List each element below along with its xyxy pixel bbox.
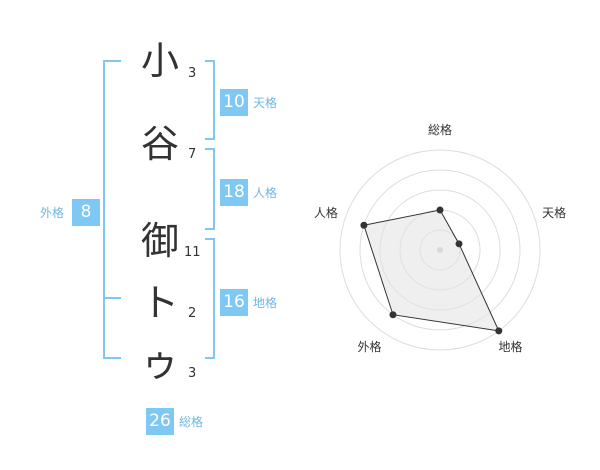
chikaku-bracket-vertical	[213, 238, 215, 359]
chikaku-bracket-top	[205, 238, 215, 240]
jinkaku-bracket-top	[205, 148, 215, 150]
name-char-1: 小	[140, 39, 179, 83]
stroke-count-3: 11	[184, 245, 201, 260]
radar-point-3	[495, 327, 503, 335]
radar-point-4	[389, 311, 397, 319]
jinkaku-bracket-vertical	[213, 148, 215, 230]
chikaku-value-badge: 16	[220, 289, 248, 316]
radar-axis-label-2: 天格	[542, 205, 566, 220]
soukaku-label: 総格	[179, 415, 204, 429]
tenkaku-value-badge: 10	[220, 89, 248, 116]
outer-bracket-vertical	[103, 60, 105, 359]
name-char-2: 谷	[140, 122, 179, 166]
outer-bracket-mid	[103, 297, 121, 299]
outer-bracket-bottom	[103, 357, 121, 359]
radar-polygon	[363, 209, 500, 332]
chikaku-bracket-bottom	[205, 357, 215, 359]
radar-point-5	[360, 221, 368, 229]
gaikaku-label: 外格	[40, 206, 65, 220]
gaikaku-value-badge: 8	[72, 199, 100, 226]
radar-axis-label-1: 総格	[428, 122, 452, 137]
stroke-count-5: 3	[188, 366, 197, 381]
radar-ring-5	[339, 149, 541, 351]
stroke-count-4: 2	[188, 306, 197, 321]
jinkaku-bracket-bottom	[205, 228, 215, 230]
stroke-count-2: 7	[188, 147, 197, 162]
jinkaku-value-badge: 18	[220, 179, 248, 206]
tenkaku-bracket-top	[205, 60, 215, 62]
radar-ring-4	[359, 169, 521, 331]
radar-axis-label-5: 人格	[314, 205, 338, 220]
chikaku-label: 地格	[253, 296, 278, 310]
outer-bracket-top	[103, 60, 121, 62]
stroke-count-1: 3	[188, 66, 197, 81]
name-char-3: 御	[140, 219, 179, 263]
name-char-5: ゥ	[140, 341, 179, 385]
soukaku-value-badge: 26	[146, 408, 174, 435]
radar-point-1	[436, 206, 444, 214]
tenkaku-bracket-bottom	[205, 138, 215, 140]
jinkaku-label: 人格	[253, 186, 278, 200]
name-char-4: ト	[140, 281, 179, 325]
radar-point-2	[455, 240, 463, 248]
radar-axis-label-4: 外格	[357, 339, 381, 354]
radar-axis-label-3: 地格	[499, 339, 523, 354]
tenkaku-bracket-vertical	[213, 60, 215, 140]
tenkaku-label: 天格	[253, 96, 278, 110]
